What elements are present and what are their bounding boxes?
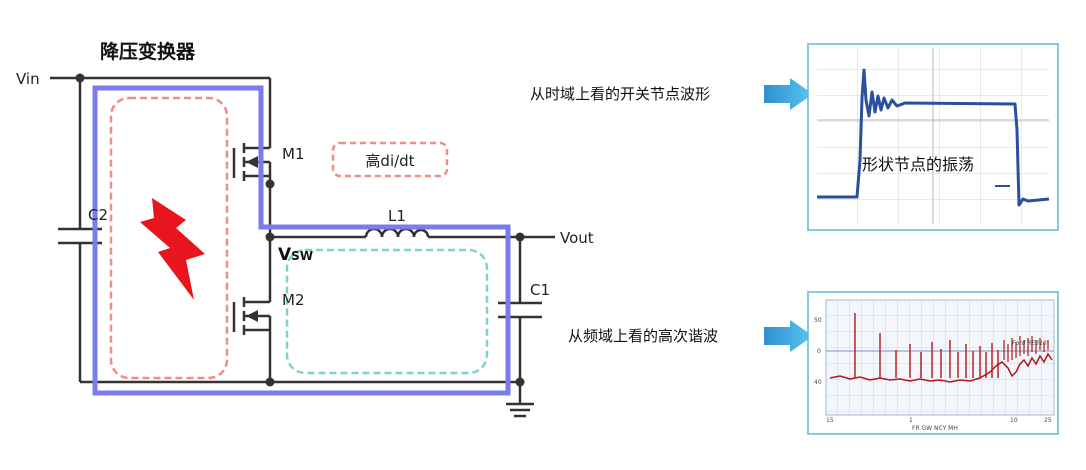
spectrum-y-top: 50 [814, 317, 822, 324]
label-vsw-sub: SW [291, 249, 313, 263]
spectrum-panel: 50 0 40 15 1 10 25 Ford RE310 FR GW NCY … [807, 291, 1059, 435]
high-didt-loop-red [109, 96, 229, 380]
label-vin: Vin [16, 70, 40, 88]
spectrum-footer: FR GW NCY MH [912, 425, 958, 432]
label-l1: L1 [388, 207, 406, 225]
junction-dots [75, 73, 525, 387]
didt-label-box [331, 141, 449, 178]
label-m1: M1 [282, 145, 305, 163]
spectrum-noise-floor [829, 352, 1053, 383]
caption-freq-domain: 从频域上看的高次谐波 [568, 327, 718, 345]
label-c1: C1 [530, 281, 550, 299]
spectrum-y-mid: 0 [817, 348, 821, 355]
mosfet-m1-arrow-icon [246, 156, 258, 168]
lightning-icon [140, 198, 205, 300]
mosfet-m2-arrow-icon [246, 310, 258, 322]
label-c2: C2 [88, 206, 108, 224]
output-loop-teal [285, 248, 489, 375]
current-loop-blue [92, 85, 511, 396]
spectrum-dense-peaks [1003, 336, 1049, 362]
inductor-l1 [364, 227, 430, 238]
ground-symbol [506, 402, 534, 418]
circuit-wires [50, 76, 555, 403]
label-vsw: VSW [278, 245, 313, 265]
capacitor-c1 [498, 301, 542, 319]
caption-time-domain: 从时域上看的开关节点波形 [530, 85, 710, 103]
spectrum-y-low: 40 [814, 379, 822, 386]
spectrum-peaks [854, 313, 999, 378]
label-vsw-main: V [278, 245, 292, 265]
arrow-time-domain-icon [764, 78, 813, 110]
scope-waveform [817, 68, 1050, 207]
spectrum-x-right: 10 [1010, 417, 1018, 424]
scope-panel [807, 43, 1059, 231]
diagram-title: 降压变换器 [100, 40, 196, 63]
spectrum-x-far: 25 [1044, 417, 1052, 424]
label-vout: Vout [560, 229, 594, 247]
spectrum-x-left: 15 [826, 417, 834, 424]
caption-ringing: 形状节点的振荡 [862, 155, 974, 174]
spectrum-x-mid: 1 [909, 417, 913, 424]
didt-label: 高di/dt [365, 152, 414, 170]
label-m2: M2 [282, 291, 305, 309]
arrow-freq-domain-icon [764, 320, 813, 352]
mosfet-m2 [232, 297, 272, 340]
spectrum-brand: Ford RE310 [1012, 340, 1047, 347]
